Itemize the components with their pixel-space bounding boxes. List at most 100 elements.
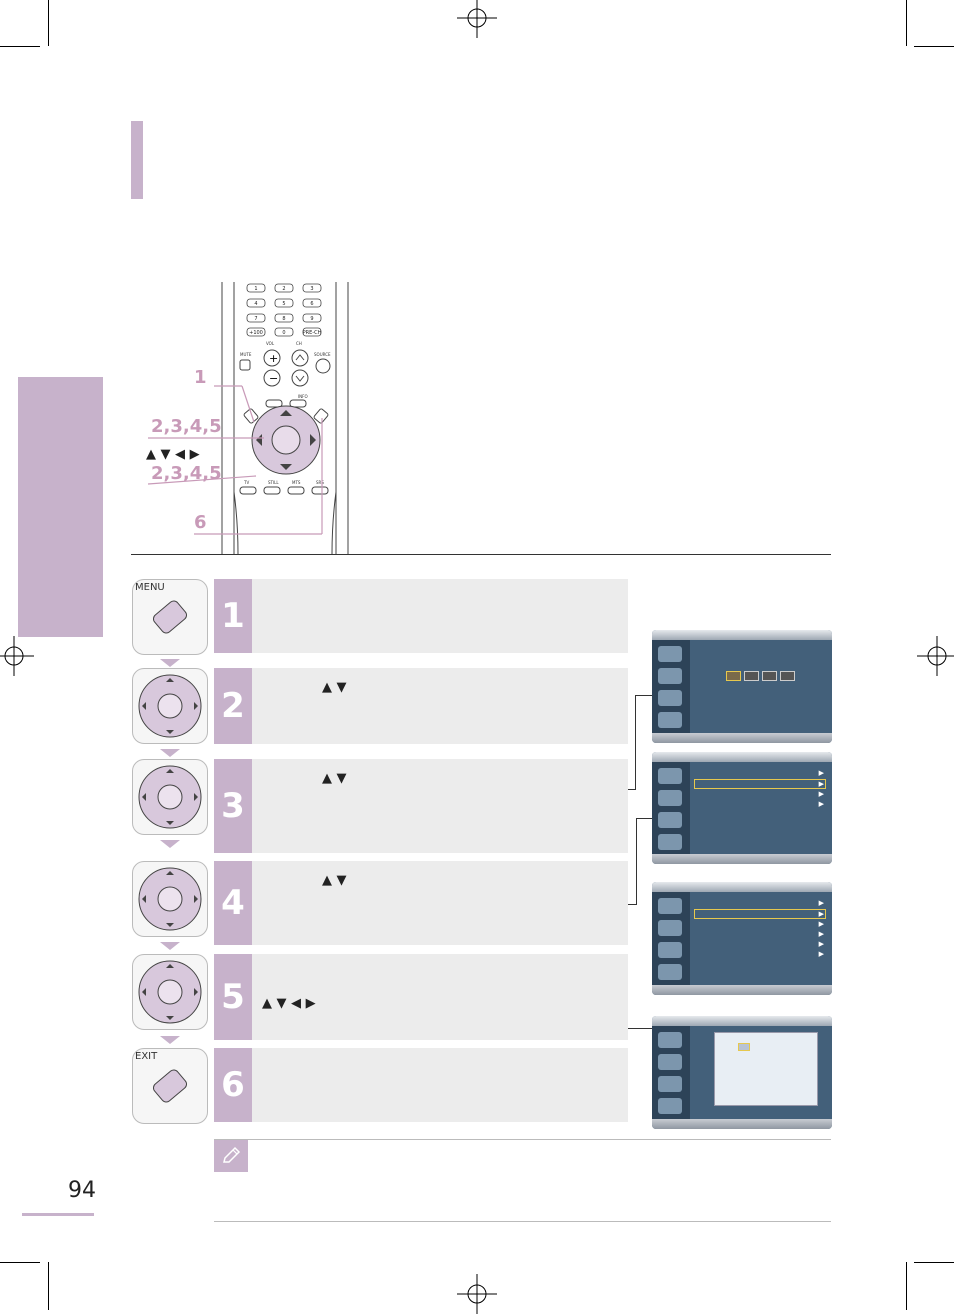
crop-mark bbox=[48, 1262, 49, 1310]
step-connector-arrow bbox=[160, 942, 180, 950]
svg-text:−: − bbox=[269, 372, 278, 385]
keypad-key-label: 9 bbox=[310, 316, 313, 322]
direction-pad-icon bbox=[138, 674, 202, 738]
vol-label: VOL bbox=[266, 341, 275, 346]
mute-label: MUTE bbox=[240, 352, 252, 357]
keypad-key bbox=[274, 327, 294, 337]
crop-mark bbox=[914, 1262, 954, 1263]
enter-pad-illustration bbox=[132, 759, 208, 835]
step-number: 6 bbox=[214, 1048, 252, 1122]
page-number-underline bbox=[22, 1213, 94, 1216]
step-instruction-box: ▲ ▼ bbox=[252, 861, 628, 945]
crop-mark bbox=[48, 0, 49, 46]
keypad-key-label: 5 bbox=[282, 301, 285, 307]
ch-label: CH bbox=[296, 341, 302, 346]
step-arrow-keys: ▲ ▼ bbox=[322, 771, 347, 786]
keypad-key bbox=[274, 283, 294, 293]
step-connector-arrow bbox=[160, 1036, 180, 1044]
svg-text:+: + bbox=[269, 352, 278, 365]
note-top-rule bbox=[214, 1139, 831, 1140]
step-connector-arrow bbox=[160, 749, 180, 757]
chapter-side-tab bbox=[18, 377, 103, 637]
source-label: SOURCE bbox=[314, 352, 331, 357]
menu-key-icon bbox=[152, 600, 188, 634]
direction-pad-icon bbox=[138, 867, 202, 931]
step-instruction-box bbox=[252, 579, 628, 653]
title-accent-bar bbox=[131, 121, 143, 199]
pencil-icon bbox=[223, 1146, 241, 1163]
info-label: INFO bbox=[298, 394, 308, 399]
keypad-key bbox=[274, 313, 294, 323]
exit-button-illustration: EXIT bbox=[132, 1048, 208, 1124]
note-bottom-rule bbox=[214, 1221, 831, 1222]
step-arrow-keys: ▲ ▼ bbox=[322, 873, 347, 888]
keypad-key bbox=[274, 298, 294, 308]
crop-mark bbox=[906, 0, 907, 46]
tv-label: TV bbox=[243, 480, 249, 485]
callout-arrows: ▲ ▼ ◀ ▶ bbox=[146, 447, 200, 462]
keypad-key-label: 4 bbox=[254, 301, 257, 307]
step-connector-arrow bbox=[160, 659, 180, 667]
exit-key-icon bbox=[152, 1069, 188, 1103]
still-label: STILL bbox=[268, 480, 279, 485]
enter-pad-illustration bbox=[132, 668, 208, 744]
osd-screen-1 bbox=[652, 630, 832, 743]
direction-pad-icon bbox=[138, 960, 202, 1024]
keypad-key-label: 7 bbox=[254, 316, 257, 322]
step-instruction-box: ▲ ▼ ◀ ▶ bbox=[252, 954, 628, 1040]
rating-grid bbox=[714, 1032, 818, 1106]
step-connector-arrow bbox=[160, 840, 180, 848]
keypad-key-label: 1 bbox=[254, 286, 257, 292]
step-instruction-box bbox=[252, 1048, 628, 1122]
step-button-label: MENU bbox=[135, 582, 165, 593]
registration-mark-icon bbox=[457, 1274, 497, 1314]
enter-pad-illustration bbox=[132, 861, 208, 937]
registration-mark-icon bbox=[0, 636, 34, 676]
keypad-key-label: 0 bbox=[282, 330, 285, 336]
keypad-key-label: 8 bbox=[282, 316, 285, 322]
step-instruction-box: ▲ ▼ bbox=[252, 668, 628, 744]
keypad-key bbox=[246, 298, 266, 308]
callout-step-6: 6 bbox=[194, 512, 207, 533]
osd-screen-3: ▶▶▶▶▶▶ bbox=[652, 882, 832, 995]
keypad-key bbox=[302, 313, 322, 323]
crop-mark bbox=[914, 46, 954, 47]
direction-pad-icon bbox=[138, 765, 202, 829]
registration-mark-icon bbox=[917, 636, 954, 676]
callout-steps-2345-b: 2,3,4,5 bbox=[151, 463, 222, 484]
osd-screen-2: ▶▶▶▶ bbox=[652, 752, 832, 864]
registration-mark-icon bbox=[457, 0, 497, 38]
keypad-key bbox=[246, 327, 266, 337]
callout-steps-2345: 2,3,4,5 bbox=[151, 416, 222, 437]
keypad-key bbox=[302, 283, 322, 293]
keypad-key bbox=[246, 313, 266, 323]
step-button-label: EXIT bbox=[135, 1051, 158, 1062]
crop-mark bbox=[0, 1262, 40, 1263]
step-number: 4 bbox=[214, 861, 252, 945]
srs-label: SRS bbox=[316, 480, 324, 485]
callout-step-1: 1 bbox=[194, 367, 207, 388]
enter-pad-illustration bbox=[132, 954, 208, 1030]
keypad-key-label: PRE-CH bbox=[303, 330, 322, 336]
step-arrow-keys: ▲ ▼ ◀ ▶ bbox=[262, 996, 316, 1011]
keypad-key bbox=[302, 298, 322, 308]
note-marker bbox=[214, 1140, 248, 1172]
osd-screen-4 bbox=[652, 1016, 832, 1129]
callout-lines bbox=[147, 385, 323, 535]
keypad-key-label: 2 bbox=[282, 286, 285, 292]
step-number: 2 bbox=[214, 668, 252, 744]
keypad-key bbox=[246, 283, 266, 293]
step-instruction-box: ▲ ▼ bbox=[252, 759, 628, 853]
step-number: 1 bbox=[214, 579, 252, 653]
step-number: 3 bbox=[214, 759, 252, 853]
section-divider bbox=[131, 554, 831, 555]
menu-button-illustration: MENU bbox=[132, 579, 208, 655]
mts-label: MTS bbox=[292, 480, 301, 485]
keypad-key-label: 3 bbox=[310, 286, 313, 292]
keypad-key-label: +100 bbox=[249, 330, 263, 336]
page-number: 94 bbox=[68, 1178, 96, 1203]
crop-mark bbox=[0, 46, 40, 47]
crop-mark bbox=[906, 1262, 907, 1310]
keypad-key bbox=[302, 327, 322, 337]
